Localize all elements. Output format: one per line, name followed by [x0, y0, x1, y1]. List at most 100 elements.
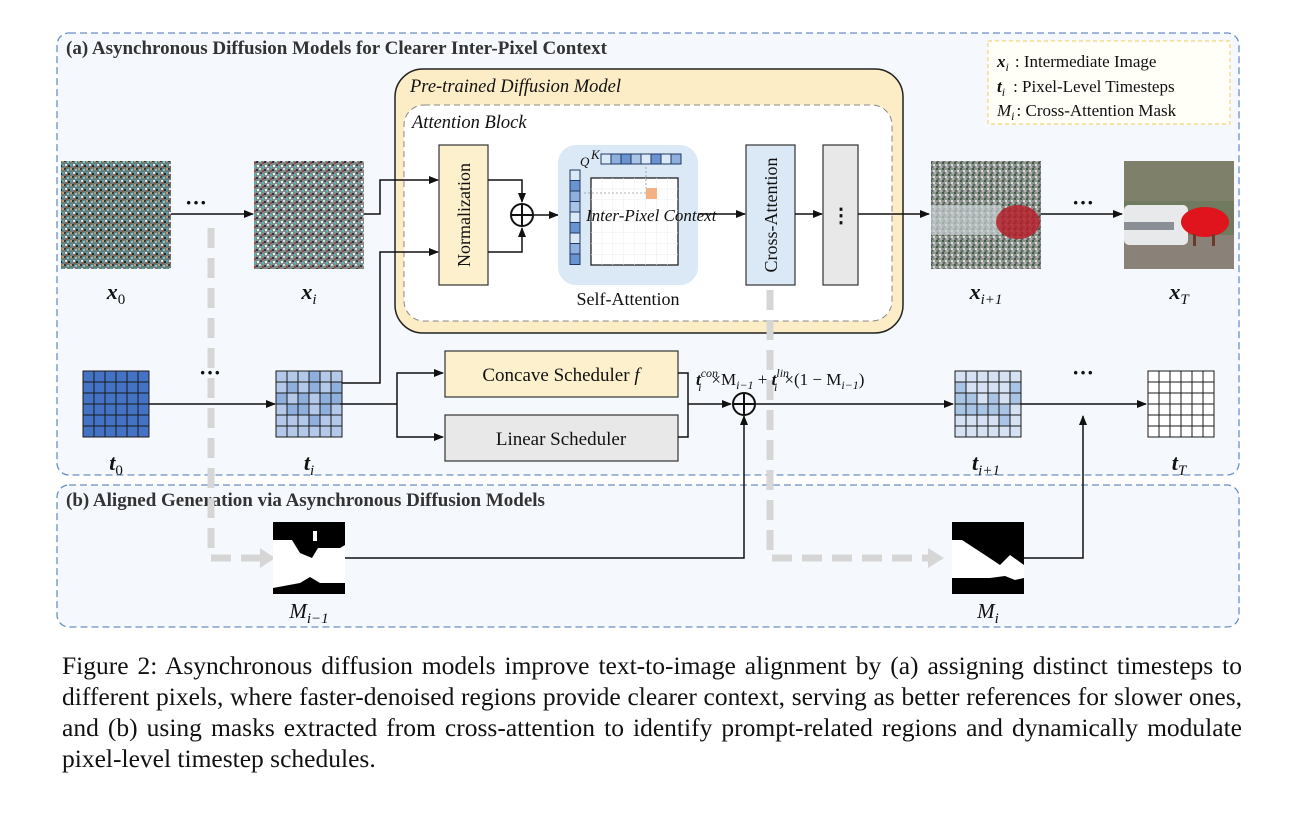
- timestep-cell: [965, 381, 978, 394]
- key-cell: [650, 153, 662, 165]
- timestep-cell: [93, 403, 106, 416]
- timestep-cell: [275, 414, 288, 427]
- timestep-cell: [1202, 414, 1215, 427]
- normalization-box: [438, 144, 489, 286]
- timestep-cell: [93, 425, 106, 438]
- timestep-cell: [976, 425, 989, 438]
- label-ti: ti: [304, 450, 314, 479]
- query-cell: [569, 190, 581, 202]
- timestep-cell: [115, 425, 128, 438]
- timestep-cell: [93, 392, 106, 405]
- timestep-cell: [126, 403, 139, 416]
- timestep-cell: [137, 381, 150, 394]
- arrowhead-cur: [928, 548, 944, 568]
- timestep-cell: [954, 370, 967, 383]
- timestep-cell: [82, 381, 95, 394]
- timestep-cell: [998, 425, 1011, 438]
- timestep-cell: [126, 381, 139, 394]
- timestep-cell: [1180, 425, 1193, 438]
- timestep-cell: [1180, 392, 1193, 405]
- key-cell: [640, 153, 652, 165]
- timestep-cell: [1191, 425, 1204, 438]
- timestep-cell: [987, 381, 1000, 394]
- timestep-cell: [319, 392, 332, 405]
- timestep-cell: [1147, 370, 1160, 383]
- timestep-cell: [965, 403, 978, 416]
- image-x0: [61, 161, 171, 269]
- timestep-cell: [104, 370, 117, 383]
- timestep-cell: [976, 381, 989, 394]
- label-tT: tT: [1172, 450, 1188, 479]
- timestep-cell: [998, 403, 1011, 416]
- ellipsis-4: ···: [1072, 360, 1094, 385]
- timestep-cell: [308, 370, 321, 383]
- timestep-cell: [1158, 392, 1171, 405]
- timestep-cell: [93, 370, 106, 383]
- svg-text:ti: Pixel-Level Timesteps: ti: Pixel-Level Timesteps: [997, 77, 1175, 99]
- timestep-cell: [965, 425, 978, 438]
- mask-m-prev: [273, 522, 345, 594]
- timestep-cell: [1009, 381, 1022, 394]
- timestep-cell: [1009, 414, 1022, 427]
- timestep-cell: [1158, 370, 1171, 383]
- ellipsis-1: ···: [185, 190, 207, 215]
- timestep-cell: [308, 414, 321, 427]
- timestep-cell: [1009, 392, 1022, 405]
- timestep-cell: [93, 414, 106, 427]
- pretrained-model-title: Pre-trained Diffusion Model: [409, 77, 621, 97]
- timestep-cell: [115, 370, 128, 383]
- timestep-cell: [319, 403, 332, 416]
- timestep-cell: [1191, 414, 1204, 427]
- query-cell: [569, 180, 581, 192]
- timestep-cell: [976, 403, 989, 416]
- timestep-grid-ti: [275, 370, 343, 438]
- linear-scheduler-label: Linear Scheduler: [496, 429, 627, 450]
- timestep-cell: [115, 414, 128, 427]
- label-m-cur: Mi: [976, 599, 999, 627]
- timestep-cell: [1202, 370, 1215, 383]
- timestep-cell: [275, 425, 288, 438]
- svg-text:xi: Intermediate Image: xi: Intermediate Image: [996, 52, 1156, 74]
- cross-attention-label: Cross-Attention: [761, 158, 781, 273]
- timestep-cell: [330, 414, 343, 427]
- timestep-cell: [286, 414, 299, 427]
- timestep-cell: [1009, 403, 1022, 416]
- timestep-cell: [115, 403, 128, 416]
- key-cell: [670, 153, 682, 165]
- query-cell: [569, 232, 581, 244]
- timestep-cell: [1158, 381, 1171, 394]
- timestep-cell: [82, 425, 95, 438]
- more-layers-box: [822, 144, 859, 286]
- q-label: Q: [580, 154, 590, 169]
- timestep-cell: [1180, 403, 1193, 416]
- timestep-cell: [115, 381, 128, 394]
- timestep-cell: [1202, 425, 1215, 438]
- timestep-cell: [1147, 392, 1160, 405]
- label-xi: xi: [300, 279, 316, 308]
- timestep-cell: [1169, 392, 1182, 405]
- timestep-cell: [104, 381, 117, 394]
- timestep-cell: [126, 392, 139, 405]
- key-cell: [660, 153, 672, 165]
- timestep-cell: [987, 392, 1000, 405]
- image-xi1: [931, 161, 1041, 269]
- timestep-cell: [1158, 414, 1171, 427]
- timestep-cell: [286, 381, 299, 394]
- timestep-cell: [987, 370, 1000, 383]
- timestep-cell: [286, 403, 299, 416]
- timestep-cell: [308, 425, 321, 438]
- timestep-cell: [1169, 425, 1182, 438]
- timestep-cell: [297, 425, 310, 438]
- key-cell: [610, 153, 622, 165]
- timestep-cell: [1202, 392, 1215, 405]
- timestep-cell: [319, 370, 332, 383]
- timestep-cell: [1191, 403, 1204, 416]
- timestep-cell: [1169, 370, 1182, 383]
- timestep-cell: [82, 414, 95, 427]
- timestep-cell: [1180, 414, 1193, 427]
- concave-scheduler-label: Concave Scheduler f: [482, 365, 642, 386]
- timestep-cell: [998, 392, 1011, 405]
- timestep-cell: [137, 403, 150, 416]
- timestep-cell: [308, 392, 321, 405]
